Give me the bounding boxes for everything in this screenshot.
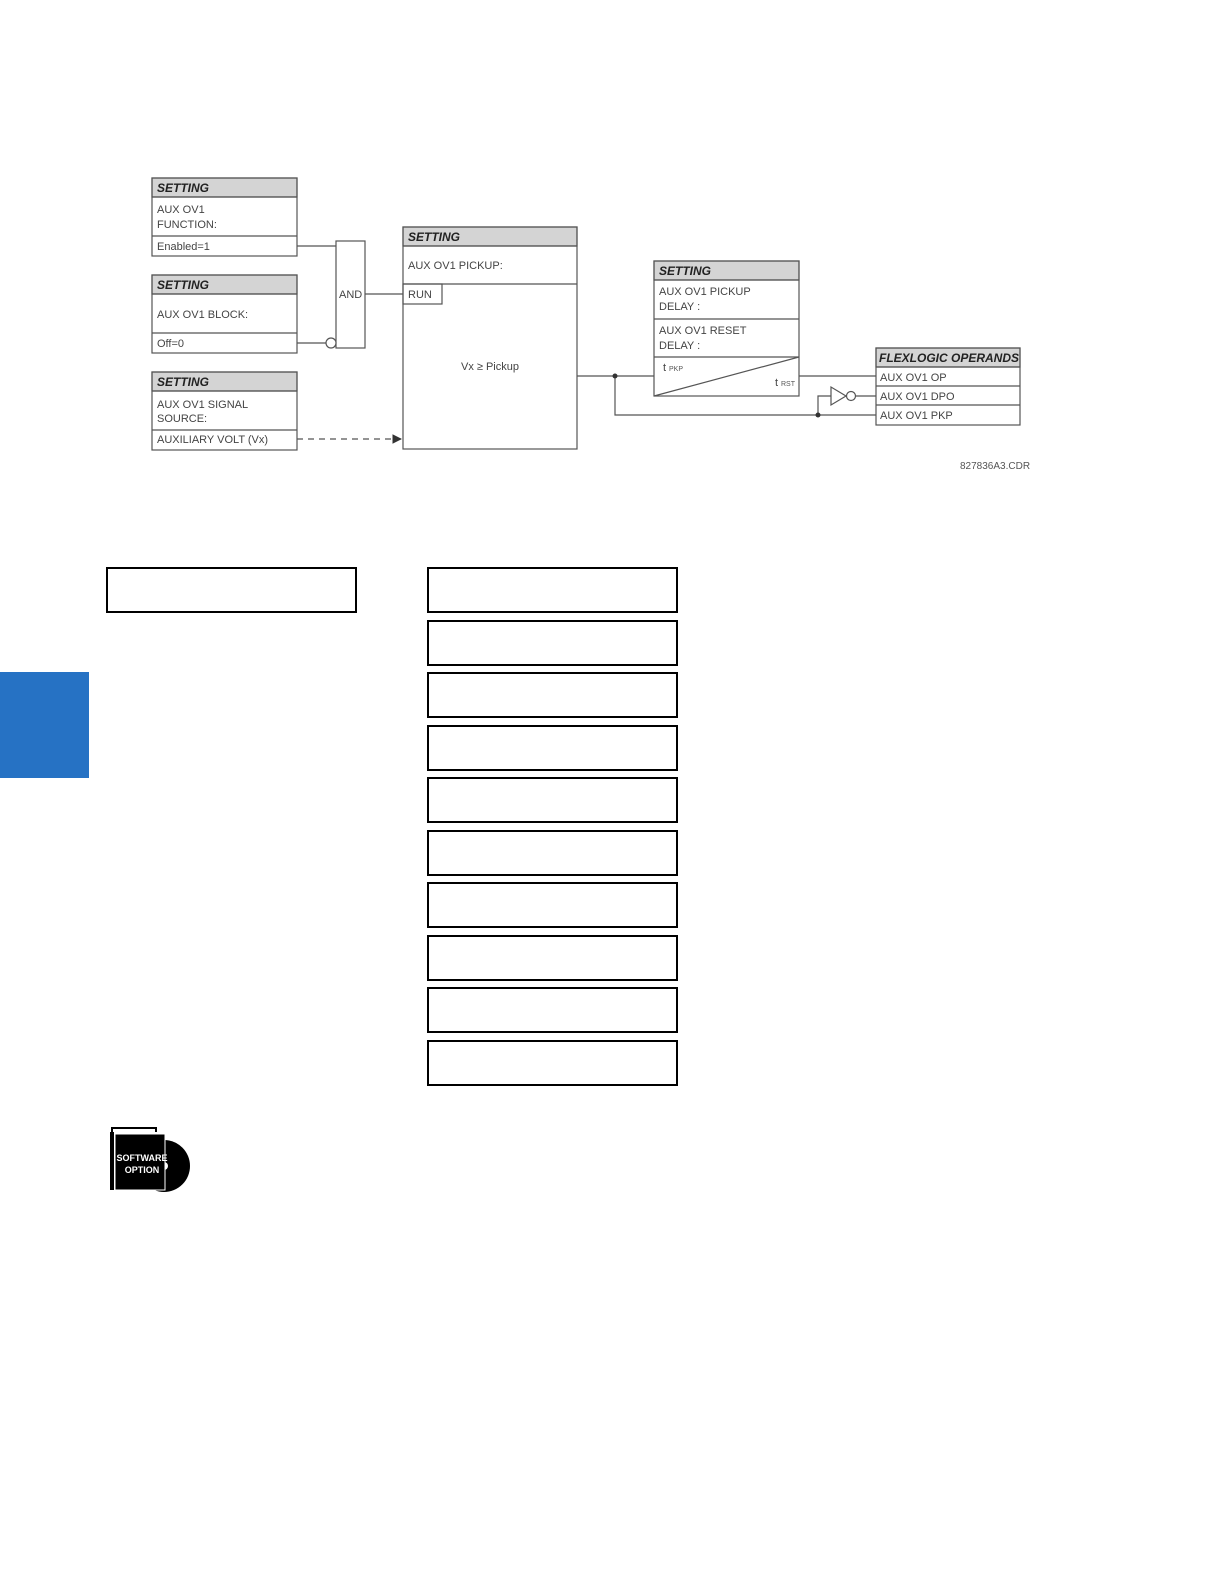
reset-delay-name-2: DELAY :: [659, 340, 700, 352]
delay-setting-header: SETTING: [659, 264, 711, 278]
trst-subscript: RST: [781, 381, 796, 388]
function-setting-header: SETTING: [157, 181, 209, 195]
drawing-code: 827836A3.CDR: [960, 461, 1030, 472]
trst-label: t: [775, 377, 778, 389]
source-setting-header: SETTING: [157, 375, 209, 389]
menu-setting-box: [427, 777, 678, 823]
operand-pkp: AUX OV1 PKP: [880, 410, 953, 422]
pickup-condition: Vx ≥ Pickup: [461, 361, 519, 373]
aux-ov-logic-diagram: SETTING AUX OV1 FUNCTION: Enabled=1 SETT…: [151, 177, 1030, 472]
block-setting-header: SETTING: [157, 278, 209, 292]
pickup-setting-name: AUX OV1 PICKUP:: [408, 260, 503, 272]
tpkp-subscript: PKP: [669, 366, 683, 373]
menu-setting-box: [427, 987, 678, 1033]
operand-dpo: AUX OV1 DPO: [880, 391, 955, 403]
software-option-line2: OPTION: [125, 1165, 160, 1175]
function-setting-name: AUX OV1: [157, 204, 205, 216]
block-setting-value: Off=0: [157, 338, 184, 350]
menu-setting-box: [427, 725, 678, 771]
run-label: RUN: [408, 289, 432, 301]
function-setting-value: Enabled=1: [157, 241, 210, 253]
menu-setting-box: [427, 882, 678, 928]
menu-heading-box: [106, 567, 357, 613]
source-setting-value: AUXILIARY VOLT (Vx): [157, 434, 268, 446]
software-option-line1: SOFTWARE: [117, 1153, 168, 1163]
flexlogic-header: FLEXLOGIC OPERANDS: [879, 351, 1019, 365]
menu-setting-box: [427, 620, 678, 666]
menu-setting-box: [427, 935, 678, 981]
source-setting-name: AUX OV1 SIGNAL: [157, 399, 248, 411]
and-gate-label: AND: [339, 289, 362, 301]
function-setting-name-2: FUNCTION:: [157, 219, 217, 231]
chapter-side-tab: [0, 672, 89, 778]
tpkp-label: t: [663, 362, 666, 374]
reset-delay-name: AUX OV1 RESET: [659, 325, 747, 337]
software-option-icon: SOFTWARE OPTION: [110, 1127, 190, 1192]
pickup-setting-header: SETTING: [408, 230, 460, 244]
menu-setting-box: [427, 1040, 678, 1086]
block-setting-name: AUX OV1 BLOCK:: [157, 309, 248, 321]
pickup-delay-name: AUX OV1 PICKUP: [659, 286, 751, 298]
menu-setting-box: [427, 567, 678, 613]
source-setting-name-2: SOURCE:: [157, 413, 207, 425]
menu-setting-box: [427, 672, 678, 718]
menu-setting-box: [427, 830, 678, 876]
operand-op: AUX OV1 OP: [880, 372, 947, 384]
pickup-delay-name-2: DELAY :: [659, 301, 700, 313]
